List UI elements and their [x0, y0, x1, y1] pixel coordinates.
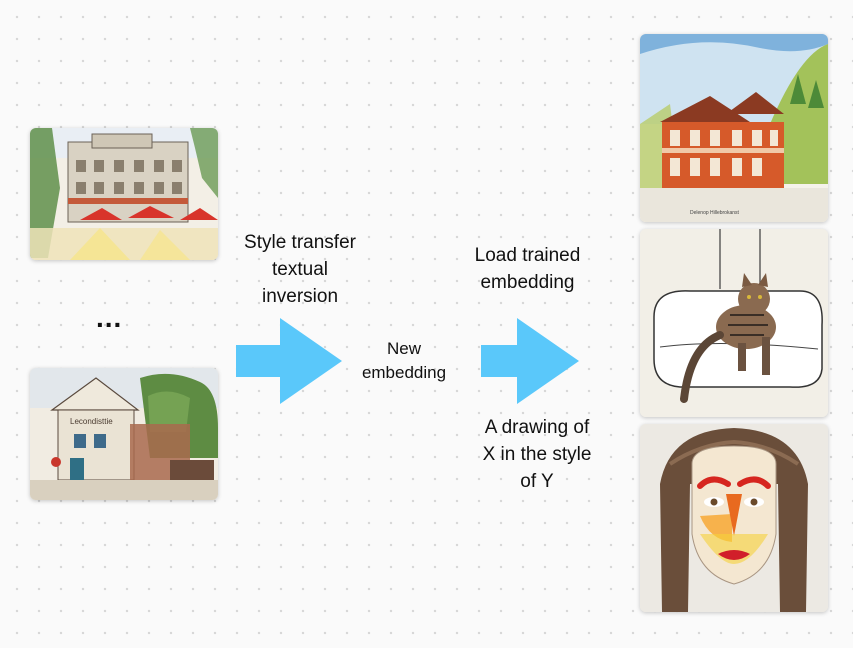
- output-image-portrait: [640, 424, 828, 612]
- arrow-2-icon: [481, 318, 579, 404]
- prompt-label: A drawing of X in the style of Y: [482, 417, 592, 492]
- arrow-1-icon: [236, 318, 342, 404]
- output-image-cat: [640, 229, 828, 417]
- more-images-ellipsis: ...: [96, 302, 123, 333]
- load-trained-label: Load trained embedding: [474, 245, 581, 293]
- input-image-house: Lecondisttie: [30, 368, 218, 500]
- output-image-house: Delenop Hillebrokanst: [640, 34, 828, 222]
- house-caption-text: Delenop Hillebrokanst: [690, 210, 740, 216]
- input-image-cafe: [30, 128, 218, 260]
- house-sign-text: Lecondisttie: [70, 417, 113, 426]
- style-transfer-label: Style transfer textual inversion: [244, 232, 356, 307]
- new-embedding-label: New embedding: [361, 339, 447, 382]
